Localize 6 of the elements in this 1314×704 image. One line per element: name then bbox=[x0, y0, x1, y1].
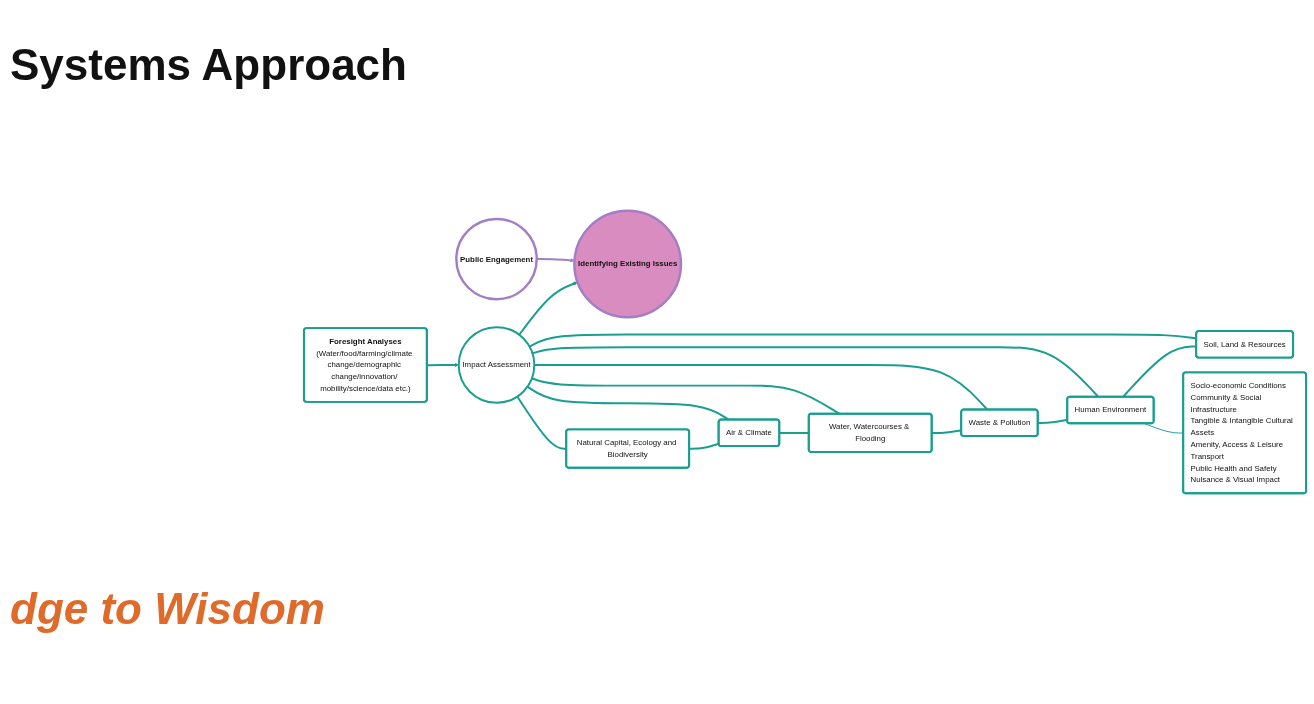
connector bbox=[531, 346, 1100, 398]
arrow bbox=[426, 362, 459, 368]
connector bbox=[526, 385, 730, 421]
tagline-text: dge to Wisdom bbox=[10, 584, 325, 634]
arrow bbox=[518, 281, 578, 336]
diagram-title: Systems Approach bbox=[10, 40, 407, 90]
